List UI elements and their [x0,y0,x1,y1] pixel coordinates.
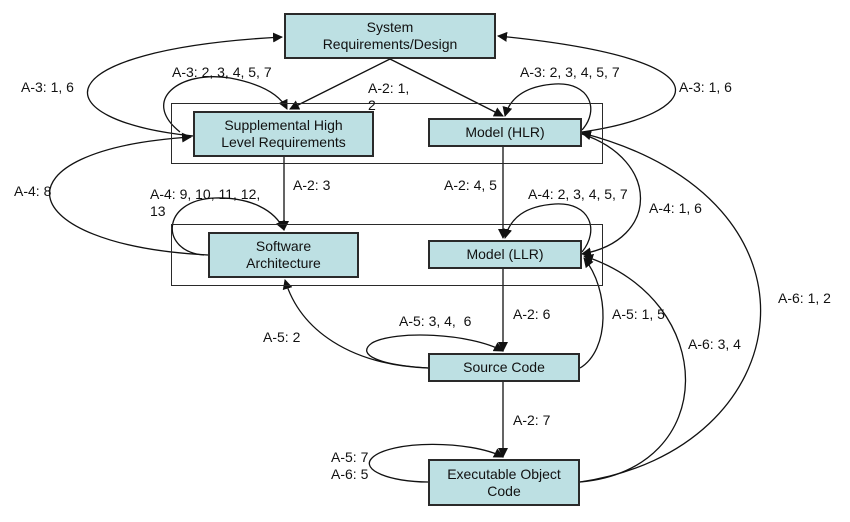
edge-label-a2-1-2: A-2: 1, 2 [368,80,410,113]
edge-label-a6-1-2: A-6: 1, 2 [778,290,831,306]
llr-group-container [171,224,603,286]
edge-label-a4-2-7: A-4: 2, 3, 4, 5, 7 [528,186,628,202]
edge-model-hlr-to-model-llr-right [581,133,642,258]
edge-label-a3-1-6-left: A-3: 1, 6 [21,79,74,95]
edge-source-to-model-llr [579,257,604,369]
node-software-architecture[interactable]: Software Architecture [208,232,359,278]
edge-label-a4-1-6: A-4: 1, 6 [649,200,702,216]
edge-label-a3-1-6-right: A-3: 1, 6 [679,79,732,95]
edge-system-to-model-hlr [389,58,504,117]
edge-model-hlr-self [502,83,592,131]
edge-label-a4-9-13: A-4: 9, 10, 11, 12, 13 [150,186,261,219]
edge-sw-arch-to-supp-hlr [48,132,209,256]
node-model-hlr[interactable]: Model (HLR) [428,118,582,147]
edge-label-a5-3-4-6: A-5: 3, 4, 6 [399,313,472,329]
edge-model-llr-self [502,203,592,253]
edge-label-a2-6: A-2: 6 [513,306,551,322]
edge-model-hlr-to-system [497,31,677,133]
edge-label-a6-3-4: A-6: 3, 4 [688,336,741,352]
edge-label-a5-7-a6-5: A-5: 7 A-6: 5 [331,449,369,482]
edge-label-a2-4-5: A-2: 4, 5 [444,177,497,193]
edge-supp-hlr-to-system [86,32,283,137]
edge-label-a4-8: A-4: 8 [14,183,52,199]
edge-label-a5-1-5: A-5: 1, 5 [612,306,665,322]
edge-label-a5-2: A-5: 2 [263,329,301,345]
hlr-group-container [171,103,603,164]
node-model-llr[interactable]: Model (LLR) [428,240,582,269]
edge-sw-arch-self [171,197,285,256]
edge-label-a3-2-7-left: A-3: 2, 3, 4, 5, 7 [172,64,272,80]
node-source-code[interactable]: Source Code [428,353,580,382]
edge-source-self [366,334,504,369]
edge-label-a3-2-7-right: A-3: 2, 3, 4, 5, 7 [520,64,620,80]
edge-exec-to-model-llr [579,254,687,483]
node-executable-object-code[interactable]: Executable Object Code [428,459,580,506]
node-supplemental-hlr[interactable]: Supplemental High Level Requirements [193,111,374,157]
edge-label-a2-7: A-2: 7 [513,412,551,428]
edge-exec-to-model-hlr [579,130,762,483]
edge-exec-self [368,443,504,483]
edge-label-a2-3: A-2: 3 [293,177,331,193]
node-system-requirements-design[interactable]: System Requirements/Design [284,13,496,59]
edge-supp-hlr-self [163,76,288,133]
edge-system-to-supp-hlr [289,58,391,110]
